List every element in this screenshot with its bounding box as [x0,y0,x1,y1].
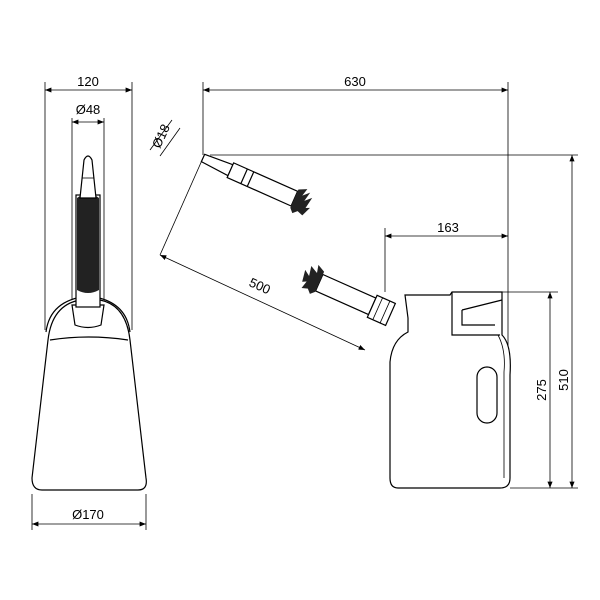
total-height-label: 510 [556,369,571,391]
handle-slot [476,366,498,424]
nozzle-tip-front [79,155,97,199]
body-height-label: 275 [534,379,549,401]
nozzle-lower [301,264,397,327]
hose-front [77,194,99,293]
spout-diameter-label: Ø48 [76,102,101,117]
nozzle-upper [200,153,313,216]
spout-length-label: 500 [247,275,273,298]
side-view: 630 Ø18 500 16 [149,74,578,489]
container-front-body [31,299,147,491]
front-width-label: 120 [77,74,99,89]
total-length-label: 630 [344,74,366,89]
cap-offset-label: 163 [437,220,459,235]
base-diameter-label: Ø170 [72,507,104,522]
front-view: 120 Ø48 Ø170 [31,74,147,530]
container-side-body [389,291,511,489]
